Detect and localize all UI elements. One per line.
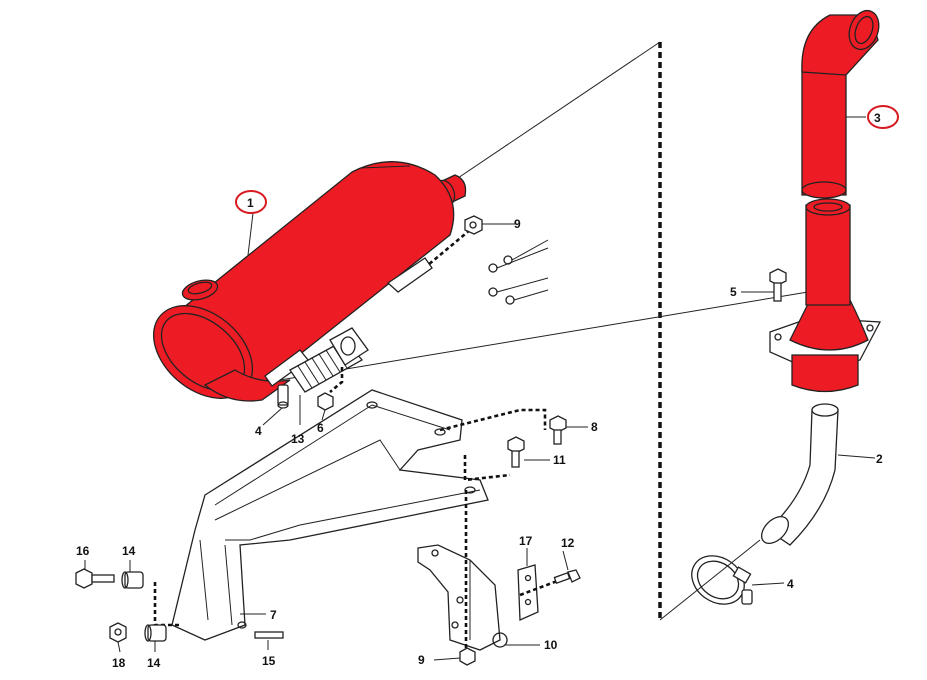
callout-15[interactable]: 15 — [262, 654, 276, 668]
bolt-5[interactable] — [769, 268, 787, 302]
callout-13[interactable]: 13 — [291, 432, 305, 446]
callout-9-bottom[interactable]: 9 — [418, 653, 425, 667]
muffler-part[interactable] — [136, 161, 467, 417]
callout-7[interactable]: 7 — [270, 608, 277, 622]
callout-8[interactable]: 8 — [591, 420, 598, 434]
callout-circle-3 — [867, 105, 899, 129]
callout-1[interactable]: 1 — [247, 196, 254, 210]
nut-9-bottom[interactable] — [459, 647, 476, 666]
callout-18[interactable]: 18 — [112, 656, 126, 670]
engine-studs — [488, 239, 549, 305]
bolt-8[interactable] — [549, 415, 567, 445]
assembly-connection-lines — [279, 41, 821, 621]
nut-6[interactable] — [317, 392, 334, 411]
callout-labels: 1 3 2 4 5 9 8 11 12 17 10 9 7 15 4 13 6 … — [76, 111, 883, 670]
stud-15[interactable] — [254, 631, 284, 639]
tailpipe-part[interactable] — [769, 6, 884, 393]
bent-pipe-part[interactable] — [757, 403, 839, 548]
nut-9-top[interactable] — [464, 215, 483, 235]
fasteners — [75, 215, 787, 666]
callout-17[interactable]: 17 — [519, 534, 533, 548]
callout-9-top[interactable]: 9 — [514, 217, 521, 231]
clamp-4-left[interactable] — [277, 384, 289, 409]
flex-pipe-part[interactable] — [289, 327, 369, 393]
spacer-14-bottom[interactable] — [144, 624, 167, 642]
callout-circle-1 — [235, 190, 267, 214]
callout-2[interactable]: 2 — [876, 452, 883, 466]
callout-12[interactable]: 12 — [561, 536, 575, 550]
clamp-4-right[interactable] — [682, 546, 753, 614]
bolt-12[interactable] — [553, 569, 581, 585]
frame-bracket-part[interactable] — [171, 389, 489, 641]
callout-5[interactable]: 5 — [730, 285, 737, 299]
bolt-16[interactable] — [75, 568, 115, 589]
muffler-brackets — [264, 257, 433, 387]
leader-lines — [84, 116, 876, 661]
spacer-14-top[interactable] — [121, 571, 144, 589]
callout-4-left[interactable]: 4 — [255, 424, 262, 438]
callout-11[interactable]: 11 — [553, 453, 566, 467]
callout-6[interactable]: 6 — [317, 421, 324, 435]
callout-4-right[interactable]: 4 — [787, 577, 794, 591]
callout-14-top[interactable]: 14 — [122, 544, 136, 558]
callout-10[interactable]: 10 — [544, 638, 558, 652]
bolt-11[interactable] — [507, 436, 525, 468]
support-bracket-part[interactable] — [417, 544, 508, 651]
callout-14-bottom[interactable]: 14 — [147, 656, 161, 670]
callout-16[interactable]: 16 — [76, 544, 90, 558]
callout-3[interactable]: 3 — [874, 111, 881, 125]
nut-18[interactable] — [109, 622, 127, 643]
